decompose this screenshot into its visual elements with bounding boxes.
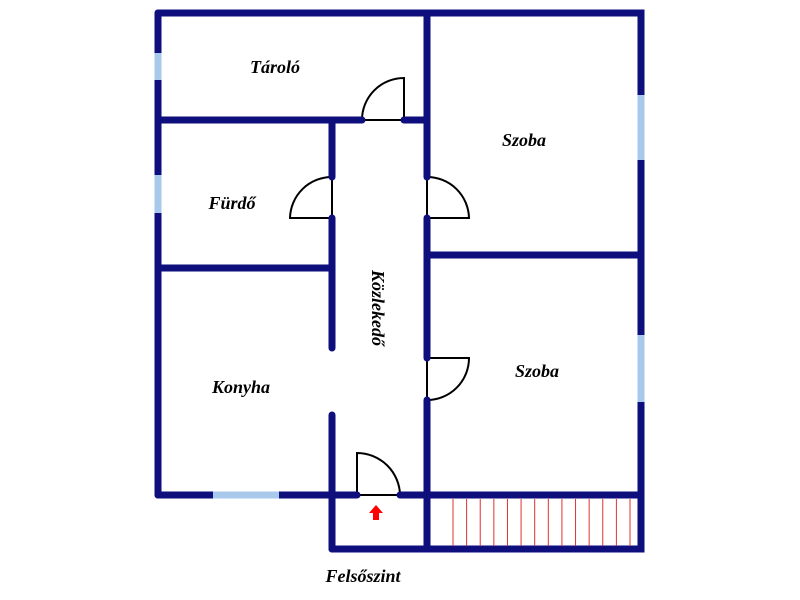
room-label-storage: Tároló (250, 57, 300, 77)
door-room-upper (426, 175, 471, 219)
door-room-lower (426, 357, 471, 402)
stairs (452, 499, 631, 546)
door-bathroom (288, 175, 333, 219)
room-label-room-lower: Szoba (515, 361, 559, 381)
room-label-kitchen: Konyha (211, 377, 270, 397)
doors (288, 76, 471, 496)
room-label-bathroom: Fürdő (207, 193, 256, 213)
entrance-arrow-icon (369, 505, 383, 520)
door-entrance (356, 451, 402, 496)
walls (154, 9, 645, 553)
floor-title: Felsőszint (324, 566, 401, 586)
room-label-corridor: Közlekedő (368, 269, 388, 347)
door-storage (360, 76, 405, 121)
room-label-room-upper: Szoba (502, 130, 546, 150)
windows (154, 53, 645, 499)
